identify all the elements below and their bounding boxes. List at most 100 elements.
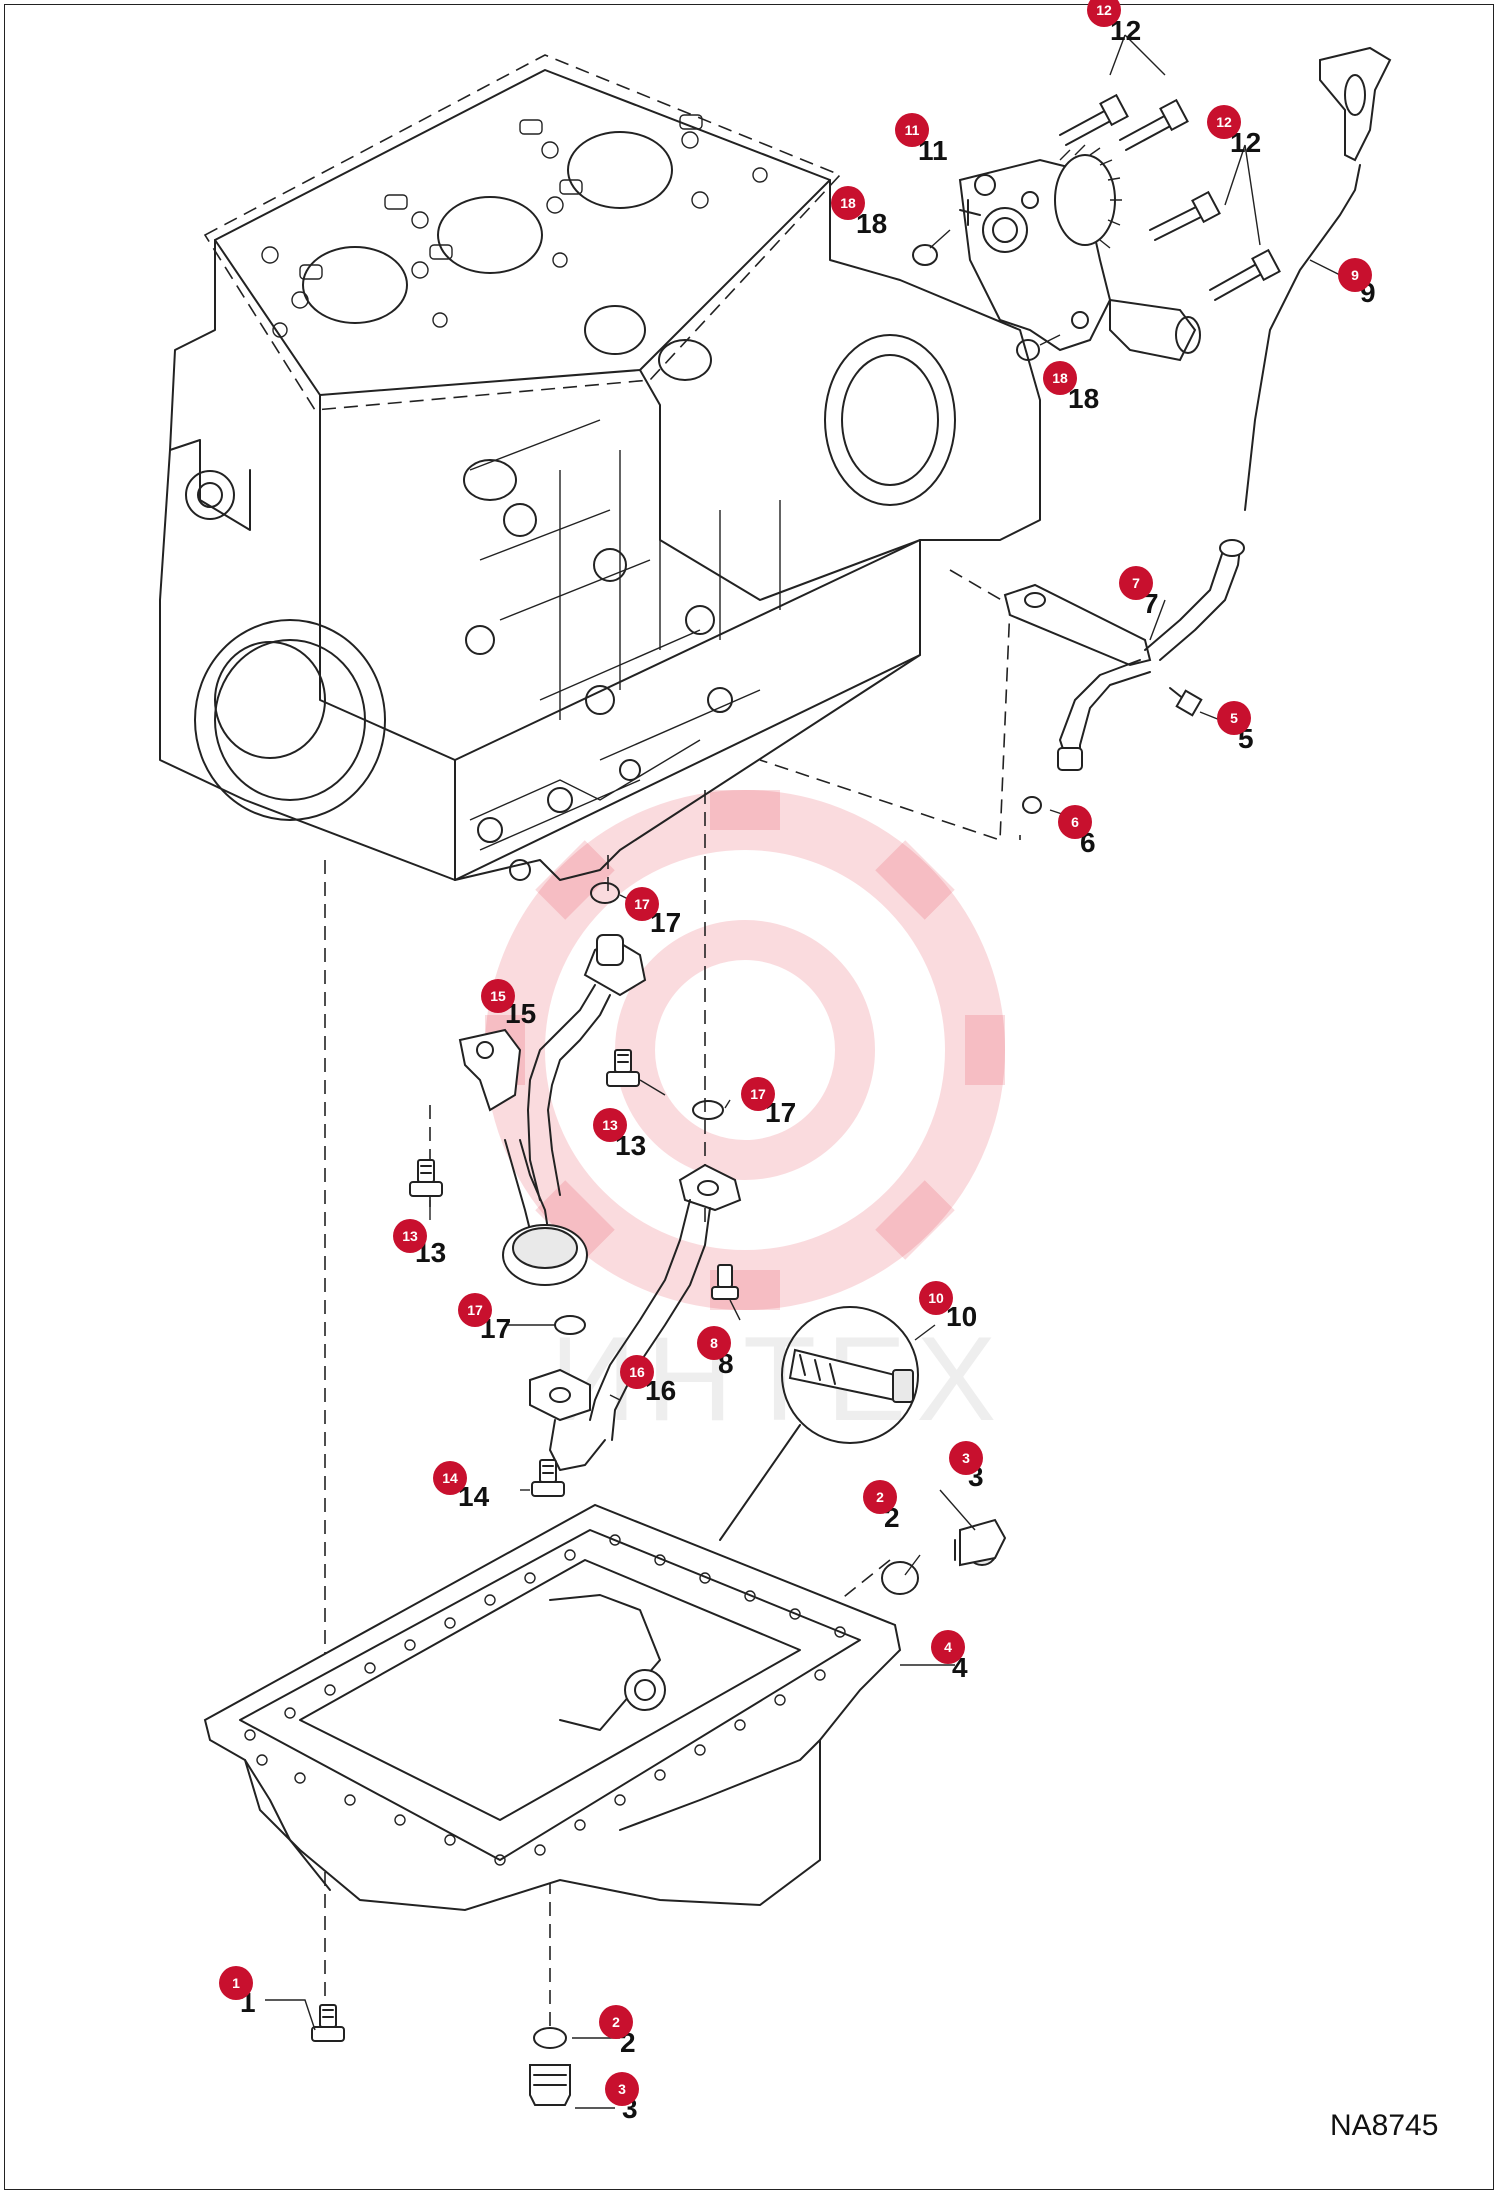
callout-badge-circle [949, 1441, 983, 1475]
callout-badge-label: 7 [1132, 575, 1140, 591]
callout-badge-label: 2 [612, 2014, 620, 2030]
callout-badge-label: 13 [402, 1228, 418, 1244]
callout-badge-circle [863, 1480, 897, 1514]
callout-badge-label: 12 [1216, 114, 1232, 130]
callout-badge-label: 6 [1071, 814, 1079, 830]
o-ring-18a [912, 244, 938, 266]
callout-badge-circle [1058, 805, 1092, 839]
bolt-1 [311, 2004, 345, 2042]
callout-badge-label: 3 [618, 2081, 626, 2097]
callout-badge-label: 12 [1096, 2, 1112, 18]
o-ring-18b [1016, 339, 1040, 361]
callout-badge-c5: 5 [1217, 701, 1251, 735]
callout-badge-label: 8 [710, 1335, 718, 1351]
callout-badge-label: 3 [962, 1450, 970, 1466]
callout-badge-label: 13 [602, 1117, 618, 1133]
callout-badge-circle [831, 186, 865, 220]
o-ring-17b [692, 1100, 724, 1120]
callout-badge-circle [433, 1461, 467, 1495]
callout-badge-label: 18 [1052, 370, 1068, 386]
callout-badge-c4: 4 [931, 1630, 965, 1664]
bolts-13 [409, 1049, 640, 1197]
callout-badge-circle [481, 979, 515, 1013]
callout-badge-circle [895, 113, 929, 147]
oil-pan [203, 1503, 902, 1912]
bolt-8 [711, 1264, 739, 1300]
drawing-id: NA8745 [1330, 2109, 1438, 2142]
callout-badge-c15: 15 [481, 979, 515, 1013]
callout-badge-label: 17 [634, 896, 650, 912]
callout-badge-c17c: 17 [458, 1293, 492, 1327]
callout-badge-c6: 6 [1058, 805, 1092, 839]
callout-badge-label: 18 [840, 195, 856, 211]
bolt-14 [531, 1459, 565, 1497]
callout-badge-c9: 9 [1338, 258, 1372, 292]
oil-pump [958, 144, 1201, 362]
callout-badge-label: 5 [1230, 710, 1238, 726]
callout-badge-label: 16 [629, 1364, 645, 1380]
callout-badge-label: 15 [490, 988, 506, 1004]
drain-plug-3b [529, 2064, 571, 2106]
callout-badge-circle [620, 1355, 654, 1389]
watermark-text: ИНТЕХ [550, 1312, 1006, 1446]
callout-badge-circle [1207, 105, 1241, 139]
callout-badge-c12a: 12 [1087, 0, 1121, 27]
callout-badge-c2b: 2 [599, 2005, 633, 2039]
callout-badge-c8: 8 [697, 1326, 731, 1360]
callout-badge-circle [1119, 566, 1153, 600]
callout-badge-c13b: 13 [393, 1219, 427, 1253]
callout-badge-label: 17 [750, 1086, 766, 1102]
callout-badge-label: 10 [928, 1290, 944, 1306]
drain-plug-3a [954, 1518, 1007, 1567]
dipstick [1244, 46, 1392, 511]
callout-badge-circle [919, 1281, 953, 1315]
callout-badge-c11: 11 [895, 113, 929, 147]
callout-badge-circle [1043, 361, 1077, 395]
callout-badge-c7: 7 [1119, 566, 1153, 600]
callout-badge-label: 9 [1351, 267, 1359, 283]
callout-badge-circle [697, 1326, 731, 1360]
callout-badge-circle [1338, 258, 1372, 292]
callout-badge-circle [599, 2005, 633, 2039]
callout-badge-label: 2 [876, 1489, 884, 1505]
o-ring-6 [1022, 796, 1042, 814]
oil-strainer-pipe [458, 882, 647, 1286]
callout-badge-c1: 1 [219, 1966, 253, 2000]
callout-badge-label: 17 [467, 1302, 483, 1318]
callout-number-c10: 10 [946, 1301, 977, 1332]
callout-badge-c18b: 18 [1043, 361, 1077, 395]
callout-badge-circle [458, 1293, 492, 1327]
callout-badge-c17a: 17 [625, 887, 659, 921]
callout-badge-c12b: 12 [1207, 105, 1241, 139]
callout-badge-c3a: 3 [949, 1441, 983, 1475]
dipstick-tube [1003, 539, 1245, 771]
callout-badge-label: 11 [905, 122, 920, 138]
callout-badge-c18a: 18 [831, 186, 865, 220]
callout-badge-circle [593, 1108, 627, 1142]
callout-badge-circle [1087, 0, 1121, 27]
oil-pipe [529, 1163, 742, 1471]
callout-badge-circle [931, 1630, 965, 1664]
o-ring-2b [533, 2027, 567, 2049]
callout-badge-c10: 10 [919, 1281, 953, 1315]
callout-badge-c14: 14 [433, 1461, 467, 1495]
callout-badge-c13a: 13 [593, 1108, 627, 1142]
callout-badge-label: 1 [232, 1975, 240, 1991]
callout-badge-circle [1217, 701, 1251, 735]
callout-badge-circle [625, 887, 659, 921]
callout-badge-circle [741, 1077, 775, 1111]
callout-badge-c17b: 17 [741, 1077, 775, 1111]
callout-badge-c3b: 3 [605, 2072, 639, 2106]
callout-badge-c2a: 2 [863, 1480, 897, 1514]
callout-badge-circle [393, 1219, 427, 1253]
callout-badge-label: 4 [944, 1639, 952, 1655]
callout-badge-label: 14 [442, 1470, 458, 1486]
engine-block [159, 54, 1041, 881]
callout-badge-circle [605, 2072, 639, 2106]
bolts-oil-pump [1059, 93, 1281, 301]
callout-badge-circle [219, 1966, 253, 2000]
bolt-5 [1169, 687, 1203, 717]
o-ring-2a [881, 1561, 919, 1595]
sealant-tube [719, 1306, 919, 1541]
